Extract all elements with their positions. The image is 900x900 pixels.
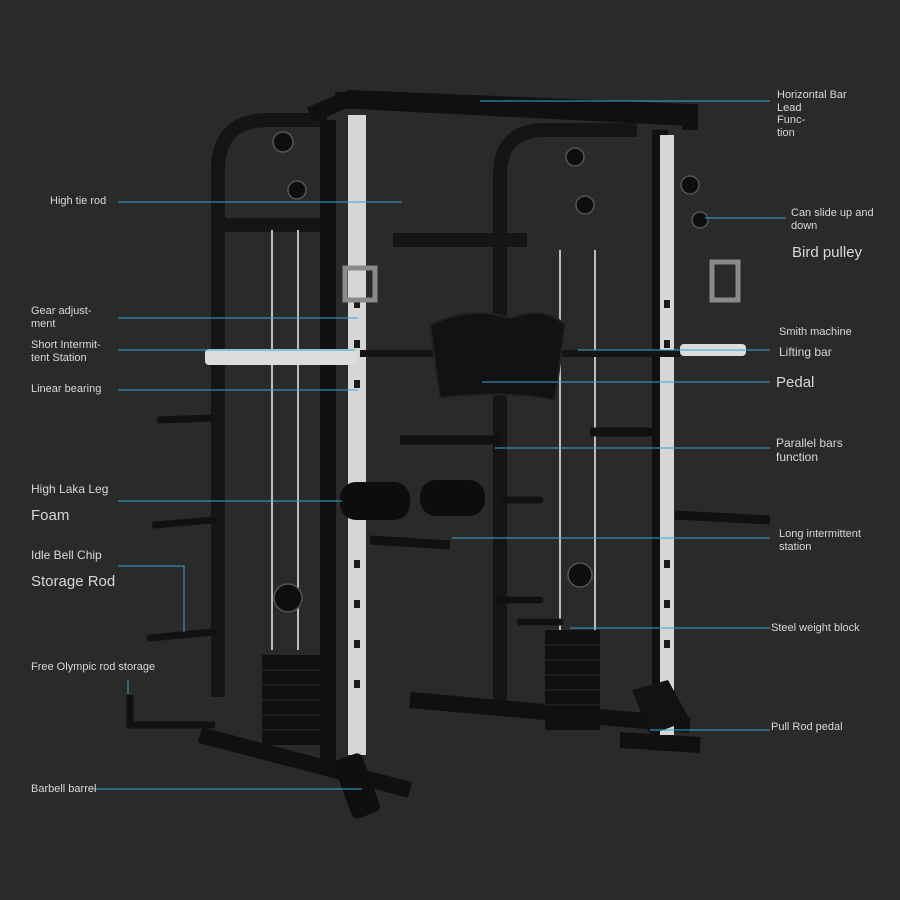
label-gear-adjustment: Gear adjust- ment	[31, 305, 92, 330]
barbell-barrel-piece	[333, 753, 381, 819]
label-pedal: Pedal	[776, 374, 815, 391]
label-can-slide: Can slide up and down	[791, 207, 874, 232]
label-foam: Foam	[31, 507, 70, 524]
label-linear-bearing: Linear bearing	[31, 383, 102, 395]
weight-stacks	[262, 630, 600, 745]
label-lifting-bar: Lifting bar	[779, 345, 832, 359]
rear-frame	[211, 113, 637, 707]
storage-pegs	[146, 414, 564, 642]
label-high-laka-leg: High Laka Leg	[31, 482, 109, 496]
label-horizontal-bar: Horizontal Bar Lead Func- tion	[777, 89, 847, 139]
label-smith-machine: Smith machine	[779, 326, 852, 338]
label-storage-rod: Storage Rod	[31, 573, 116, 590]
cable-handles	[342, 259, 741, 303]
leader-storage-rod	[118, 565, 185, 632]
label-long-station: Long intermittent station	[779, 528, 861, 553]
parallel-bar-arms	[400, 427, 660, 445]
pulleys	[272, 131, 709, 613]
olympic-storage-hook	[126, 695, 215, 729]
pull-rod-pedal-block	[632, 680, 690, 735]
label-steel-weight-block: Steel weight block	[771, 622, 860, 634]
label-short-station: Short Intermit- tent Station	[31, 339, 101, 364]
label-bird-pulley: Bird pulley	[792, 244, 863, 261]
label-idle-bell-chip: Idle Bell Chip	[31, 548, 102, 562]
label-high-tie-rod: High tie rod	[50, 195, 107, 207]
pedal-plate	[428, 311, 567, 402]
label-parallel-bars: Parallel bars function	[776, 436, 843, 464]
label-pull-rod-pedal: Pull Rod pedal	[771, 721, 843, 733]
long-station-arms	[369, 510, 771, 550]
label-free-olympic: Free Olympic rod storage	[31, 661, 156, 673]
cables	[271, 230, 596, 650]
chrome-uprights	[348, 115, 674, 755]
smith-bar-chrome-left	[205, 349, 357, 365]
leg-foam-rollers	[340, 480, 485, 520]
label-barbell-barrel: Barbell barrel	[31, 783, 97, 795]
